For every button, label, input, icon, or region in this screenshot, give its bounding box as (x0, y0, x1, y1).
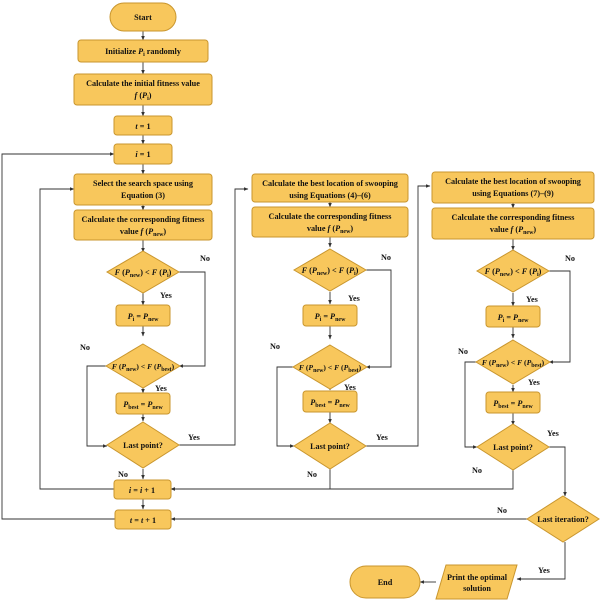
stage-3: Calculate the best location of swooping u… (431, 171, 595, 471)
stage3-fitness-compare-decision: F (Pnew) < F (Pi) (476, 249, 550, 293)
stage3-cond2-label: F (Pnew) < F (Pbest) (482, 358, 545, 369)
initial-fitness-label: Calculate the initial fitness value (86, 79, 200, 88)
stage3-assign-pi-node: Pi = Pnew (485, 305, 541, 328)
start-node: Start (109, 2, 177, 32)
stage1-assign-pbest-node: Pbest = Pnew (115, 392, 171, 415)
stage-2: Calculate the best location of swooping u… (251, 173, 409, 470)
stage1-fitness-compare-decision: F (Pnew) < F (Pi) (106, 250, 180, 294)
print-solution-node: Print the optimal solution (435, 564, 518, 600)
stage2-fitness-line2: value f (Pnew) (307, 224, 354, 235)
stage3-step-line1: Calculate the best location of swooping (445, 177, 582, 186)
stage3-fitness-node: Calculate the corresponding fitness value… (431, 207, 595, 240)
stage1-step-line1: Select the search space using (93, 179, 194, 188)
t-increment-node: t = t + 1 (114, 509, 172, 530)
stage1-cond2-label: F (Pnew) < F (Pbest) (112, 362, 175, 373)
stage2-cond1-label: F (Pnew) < F (Pi) (301, 266, 359, 277)
stage1-step-line2: Equation (3) (121, 191, 165, 200)
stage3-cond2-yes-label: Yes (528, 378, 540, 387)
i-init-node: i = 1 (113, 143, 173, 165)
last-iteration-decision: Last iteration? (526, 495, 600, 543)
t-init-node: t = 1 (113, 115, 173, 136)
stage3-last-point-decision: Last point? (476, 423, 550, 471)
stage2-fitness-node: Calculate the corresponding fitness value… (251, 206, 409, 238)
initialize-node: Initialize Pi randomly (77, 39, 209, 63)
stage1-assign-pi-node: Pi = Pnew (115, 304, 171, 327)
stage1-cond1-label: F (Pnew) < F (Pi) (114, 268, 172, 279)
i-init-label: i = 1 (135, 150, 150, 159)
stage1-last-no-label: No (118, 470, 128, 479)
stage3-cond2-no-label: No (458, 347, 468, 356)
start-label: Start (134, 13, 152, 22)
stage2-step-line1: Calculate the best location of swooping (262, 179, 399, 188)
t-init-label: t = 1 (135, 122, 150, 131)
stage2-last-point-label: Last point? (310, 442, 350, 451)
stage3-cond1-no-label: No (565, 254, 575, 263)
stage2-last-point-decision: Last point? (293, 422, 367, 470)
stage1-last-yes-label: Yes (188, 433, 200, 442)
last-iteration-label: Last iteration? (537, 515, 589, 524)
end-label: End (378, 578, 393, 587)
print-label-line1: Print the optimal (447, 573, 508, 582)
stage1-fitness-line2: value f (Pnew) (120, 227, 167, 238)
stage3-fitness-line1: Calculate the corresponding fitness (452, 213, 575, 222)
stage2-best-compare-decision: F (Pnew) < F (Pbest) (292, 344, 368, 390)
stage3-cond1-label: F (Pnew) < F (Pi) (484, 267, 542, 278)
stage2-fitness-line1: Calculate the corresponding fitness (269, 212, 392, 221)
stage2-assign1-label: Pi = Pnew (315, 312, 346, 323)
stage1-last-point-label: Last point? (123, 441, 163, 450)
stage1-cond1-no-label: No (200, 254, 210, 263)
end-node: End (349, 565, 421, 599)
stage2-step-line2: using Equations (4)–(6) (289, 191, 371, 200)
stage1-assign1-label: Pi = Pnew (128, 312, 159, 323)
stage3-last-no-label: No (472, 466, 482, 475)
t-increment-label: t = t + 1 (130, 516, 156, 525)
stage2-cond2-no-label: No (270, 342, 280, 351)
stage3-cond1-yes-label: Yes (526, 295, 538, 304)
stage2-last-yes-label: Yes (376, 433, 388, 442)
stage3-fitness-line2: value f (Pnew) (490, 225, 537, 236)
stage2-cond2-label: F (Pnew) < F (Pbest) (299, 363, 362, 374)
stage2-assign-pi-node: Pi = Pnew (302, 304, 358, 327)
i-increment-label: i = i + 1 (129, 486, 155, 495)
stage3-assign-pbest-node: Pbest = Pnew (485, 391, 541, 414)
edge-labels: No Yes No Yes Yes No No Yes No Yes Yes N… (80, 253, 575, 575)
stage2-assign-pbest-node: Pbest = Pnew (302, 390, 358, 413)
initialize-label: Initialize Pi randomly (105, 47, 182, 58)
stage3-step-node: Calculate the best location of swooping u… (431, 171, 595, 204)
print-label-line2: solution (463, 584, 491, 593)
stage2-cond1-yes-label: Yes (348, 294, 360, 303)
stage2-last-no-label: No (307, 470, 317, 479)
stage1-best-compare-decision: F (Pnew) < F (Pbest) (105, 343, 181, 389)
stage2-step-node: Calculate the best location of swooping u… (251, 173, 409, 203)
stage2-cond2-yes-label: Yes (344, 383, 356, 392)
stage1-cond2-yes-label: Yes (155, 384, 167, 393)
stage1-cond2-no-label: No (80, 343, 90, 352)
edges (1, 31, 571, 584)
stage3-assign1-label: Pi = Pnew (498, 313, 529, 324)
stage1-cond1-yes-label: Yes (160, 291, 172, 300)
stage2-fitness-compare-decision: F (Pnew) < F (Pi) (293, 248, 367, 292)
stage2-cond1-no-label: No (381, 253, 391, 262)
stage3-best-compare-decision: F (Pnew) < F (Pbest) (475, 339, 551, 385)
last-iteration-no-label: No (497, 506, 507, 515)
initial-fitness-formula: f (Pi) (135, 91, 152, 102)
stage1-fitness-node: Calculate the corresponding fitness value… (73, 209, 213, 241)
stage1-last-point-decision: Last point? (106, 421, 180, 469)
initial-fitness-node: Calculate the initial fitness value f (P… (73, 73, 213, 106)
stage3-last-point-label: Last point? (493, 443, 533, 452)
last-iteration-yes-label: Yes (538, 566, 550, 575)
stage1-fitness-line1: Calculate the corresponding fitness (82, 215, 205, 224)
stage3-step-line2: using Equations (7)–(9) (472, 189, 554, 198)
stage1-assign2-label: Pbest = Pnew (123, 400, 163, 411)
stage3-assign2-label: Pbest = Pnew (493, 399, 533, 410)
i-increment-node: i = i + 1 (113, 479, 172, 500)
stage3-last-yes-label: Yes (547, 429, 559, 438)
stage2-assign2-label: Pbest = Pnew (310, 398, 350, 409)
